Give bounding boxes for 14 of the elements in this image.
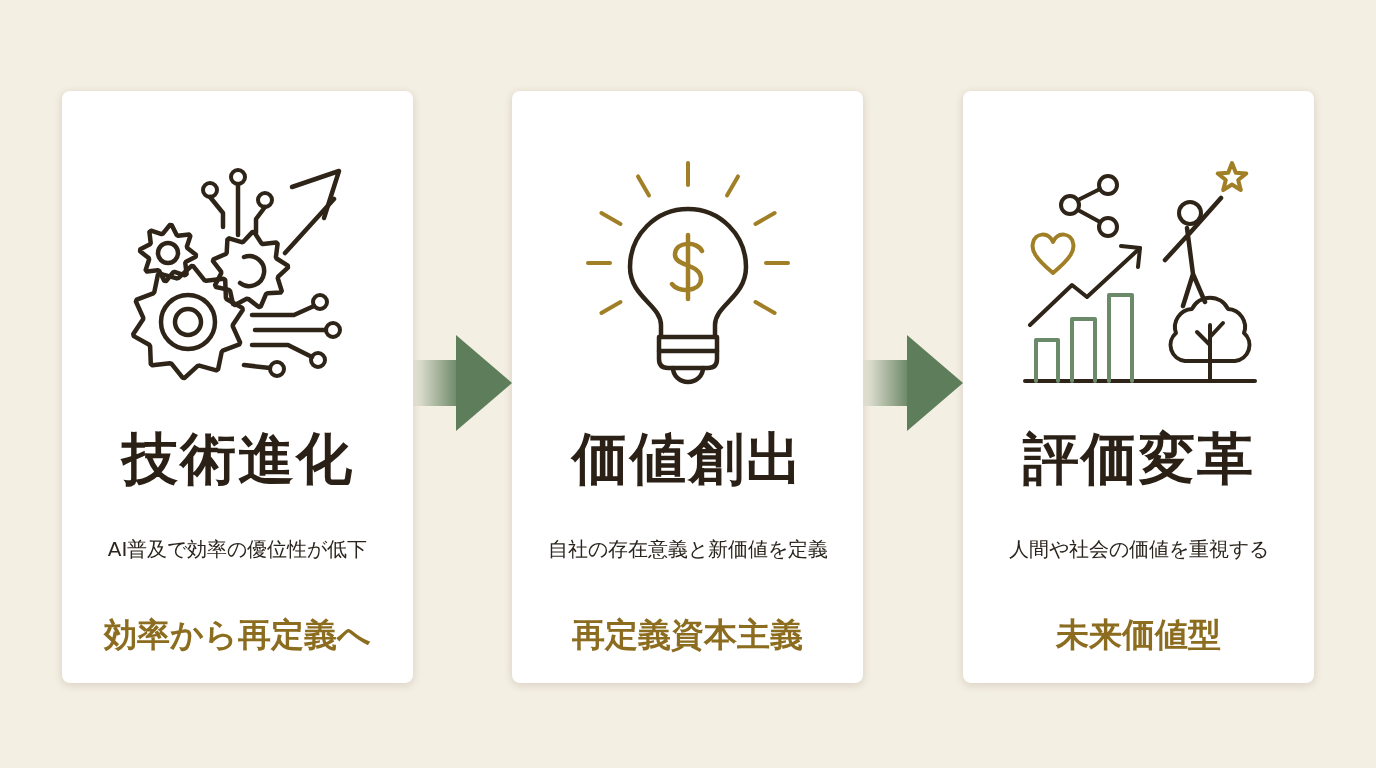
arrow	[413, 335, 512, 431]
card-subtitle: 再定義資本主義	[571, 614, 804, 656]
card-description: AI普及で効率の優位性が低下	[106, 536, 369, 563]
step-card	[512, 91, 863, 683]
arrow	[863, 335, 963, 431]
card-subtitle: 未来価値型	[1055, 614, 1222, 656]
card-description: 自社の存在意義と新価値を定義	[546, 536, 829, 563]
card-heading: 技術進化	[119, 424, 355, 493]
card-heading: 評価変革	[1021, 424, 1256, 493]
step-card	[963, 91, 1314, 683]
card-subtitle: 効率から再定義へ	[102, 614, 372, 656]
card-description: 人間や社会の価値を重視する	[1007, 536, 1270, 563]
step-card	[62, 91, 413, 683]
card-heading: 価値創出	[569, 424, 805, 493]
